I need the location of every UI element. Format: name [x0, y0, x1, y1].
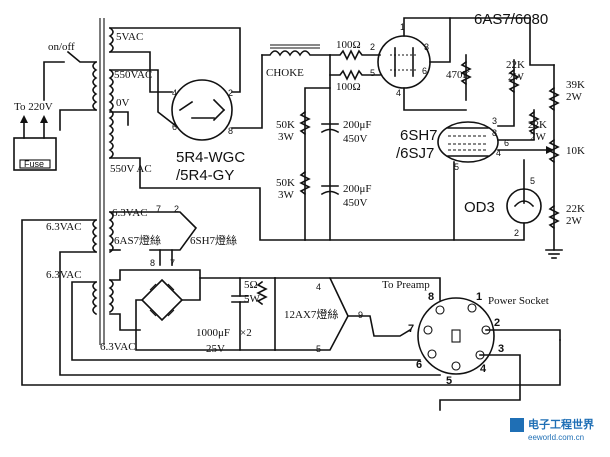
- svg-text:5W: 5W: [244, 293, 261, 305]
- fuse-label: Fuse: [24, 159, 44, 169]
- heater-6sh7-label: 6SH7燈絲: [190, 233, 237, 247]
- title-6as7: 6AS7/6080: [474, 11, 548, 28]
- tap-5vac: 5VAC: [116, 31, 143, 43]
- svg-text:4: 4: [496, 148, 501, 158]
- transformer-core: [99, 18, 105, 345]
- svg-text:2W: 2W: [508, 71, 525, 83]
- svg-text:8: 8: [150, 258, 155, 268]
- svg-text:2: 2: [370, 42, 375, 52]
- svg-text:2W: 2W: [566, 91, 583, 103]
- svg-text:8: 8: [428, 291, 434, 303]
- svg-text:4: 4: [172, 88, 177, 98]
- choke-label: CHOKE: [266, 67, 304, 79]
- svg-text:10K: 10K: [566, 145, 585, 157]
- svg-text:6: 6: [416, 359, 422, 371]
- svg-text:50K: 50K: [276, 177, 295, 189]
- svg-text:7: 7: [170, 258, 175, 268]
- svg-text:5: 5: [454, 162, 459, 172]
- tap-550vac-bottom: 550V AC: [110, 163, 152, 175]
- svg-text:200μF: 200μF: [343, 183, 372, 195]
- svg-text:×2: ×2: [240, 327, 252, 339]
- svg-text:2W: 2W: [530, 131, 547, 143]
- svg-text:22K: 22K: [506, 59, 525, 71]
- svg-text:5: 5: [446, 375, 452, 387]
- svg-text:4: 4: [316, 282, 321, 292]
- svg-text:7: 7: [408, 323, 414, 335]
- svg-text:5Ω: 5Ω: [244, 279, 258, 291]
- svg-text:6.3VAC: 6.3VAC: [112, 207, 148, 219]
- power-socket-title: Power Socket: [488, 295, 549, 307]
- svg-text:4: 4: [396, 88, 401, 98]
- svg-text:50K: 50K: [276, 119, 295, 131]
- rectifier-name-1: 5R4-WGC: [176, 149, 245, 166]
- svg-text:1000μF: 1000μF: [196, 327, 230, 339]
- svg-text:1: 1: [476, 291, 482, 303]
- svg-text:8: 8: [228, 126, 233, 136]
- heater-6as7-label: 6AS7燈絲: [114, 233, 161, 247]
- svg-text:3W: 3W: [278, 131, 295, 143]
- svg-text:22K: 22K: [566, 203, 585, 215]
- svg-text:eeworld.com.cn: eeworld.com.cn: [528, 433, 584, 442]
- switch-label: on/off: [48, 41, 75, 53]
- svg-text:8: 8: [492, 128, 497, 138]
- svg-text:25V: 25V: [206, 343, 225, 355]
- svg-text:6: 6: [422, 66, 427, 76]
- svg-text:6: 6: [172, 122, 177, 132]
- svg-text:22K: 22K: [528, 119, 547, 131]
- svg-text:9: 9: [358, 310, 363, 320]
- svg-text:6.3VAC: 6.3VAC: [46, 269, 82, 281]
- svg-text:39K: 39K: [566, 79, 585, 91]
- eeworld-watermark: 电子工程世界 eeworld.com.cn: [510, 417, 594, 442]
- svg-text:470K: 470K: [446, 69, 471, 81]
- svg-text:6: 6: [504, 138, 509, 148]
- driver-tube-6sh7: 3 8 6 4 5: [437, 116, 509, 172]
- ground-icon: [545, 249, 563, 259]
- svg-text:3W: 3W: [278, 189, 295, 201]
- mains-plug-icon: Fuse: [13, 115, 57, 171]
- driver-name-2: /6SJ7: [396, 145, 434, 162]
- svg-text:3: 3: [424, 42, 429, 52]
- svg-text:6.3VAC: 6.3VAC: [46, 221, 82, 233]
- svg-text:7: 7: [156, 204, 161, 214]
- svg-text:5: 5: [370, 68, 375, 78]
- svg-text:2: 2: [494, 317, 500, 329]
- svg-text:电子工程世界: 电子工程世界: [528, 417, 594, 431]
- regulator-name: OD3: [464, 199, 495, 216]
- svg-text:450V: 450V: [343, 133, 368, 145]
- tap-550vac-top: 550VAC: [114, 69, 152, 81]
- rectifier-tube: 4 2 6 8: [171, 79, 233, 141]
- to-preamp-label: To Preamp: [382, 279, 430, 291]
- svg-text:1: 1: [400, 22, 405, 32]
- bridge-rectifier: [140, 278, 184, 322]
- svg-text:5: 5: [316, 344, 321, 354]
- svg-text:5: 5: [530, 176, 535, 186]
- svg-text:100Ω: 100Ω: [336, 81, 361, 93]
- svg-text:3: 3: [492, 116, 497, 126]
- primary-coil: [92, 60, 98, 112]
- svg-text:3: 3: [498, 343, 504, 355]
- svg-text:200μF: 200μF: [343, 119, 372, 131]
- power-switch[interactable]: [43, 50, 97, 101]
- svg-text:2W: 2W: [566, 215, 583, 227]
- tap-0v: 0V: [116, 97, 130, 109]
- svg-text:6.3VAC: 6.3VAC: [100, 341, 136, 353]
- mains-label: To 220V: [14, 101, 53, 113]
- svg-text:450V: 450V: [343, 197, 368, 209]
- heater-12ax7-label: 12AX7燈絲: [284, 307, 338, 321]
- svg-text:4: 4: [480, 363, 487, 375]
- svg-text:2: 2: [228, 88, 233, 98]
- svg-text:2: 2: [174, 204, 179, 214]
- svg-text:2: 2: [514, 228, 519, 238]
- output-tube-6as7: 2 1 3 5 4 6: [370, 22, 431, 98]
- rectifier-name-2: /5R4-GY: [176, 167, 234, 184]
- driver-name-1: 6SH7: [400, 127, 438, 144]
- choke-coil: [261, 50, 331, 57]
- svg-text:100Ω: 100Ω: [336, 39, 361, 51]
